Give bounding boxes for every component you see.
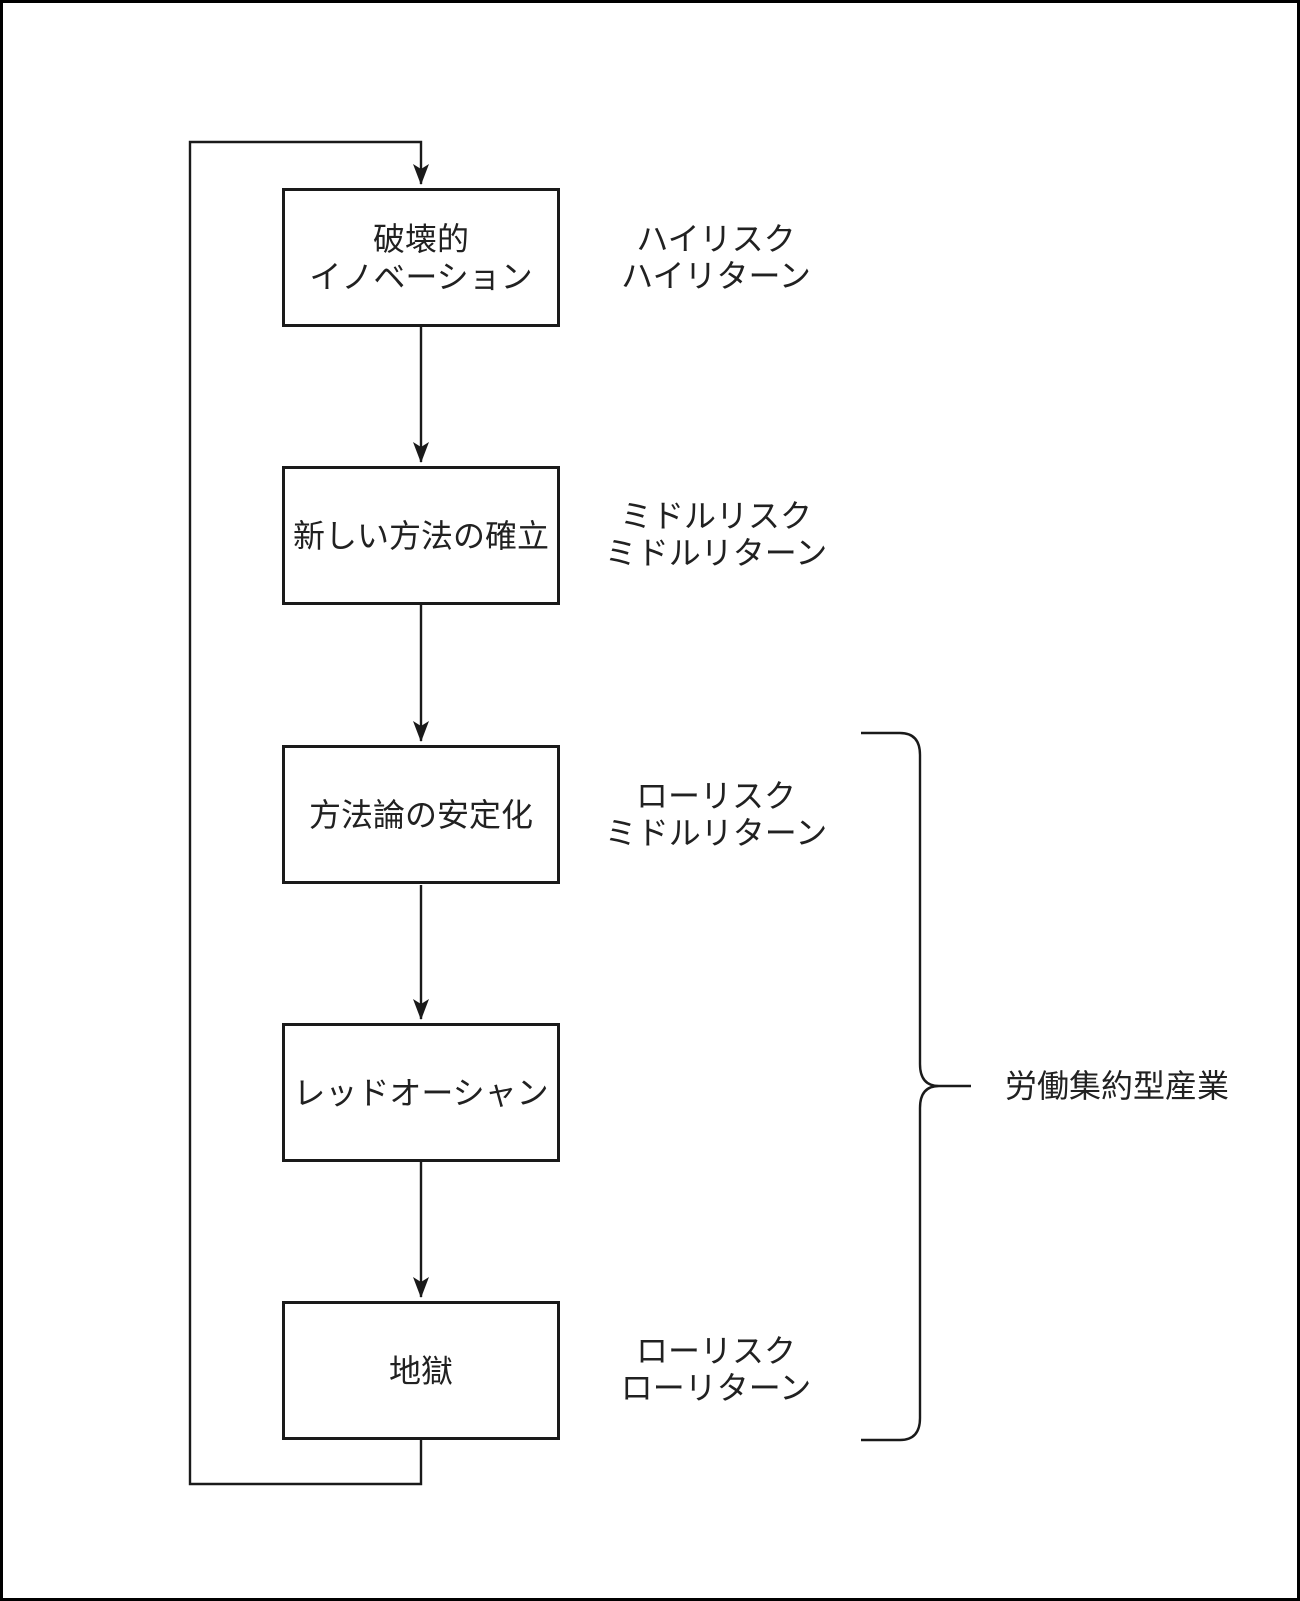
flow-box-disruptive-innovation: 破壊的 イノベーション: [282, 188, 560, 327]
flow-box-label: 地獄: [388, 1352, 453, 1389]
flow-box-hell: 地獄: [282, 1301, 560, 1440]
risk-label-middle-risk-middle-return: ミドルリスク ミドルリターン: [604, 498, 828, 571]
risk-label-low-risk-middle-return: ローリスク ミドルリターン: [604, 778, 828, 851]
flow-box-new-method-establishment: 新しい方法の確立: [282, 466, 560, 605]
flow-box-label: 破壊的 イノベーション: [309, 220, 533, 295]
flow-box-label: レッドオーシャン: [293, 1074, 549, 1111]
feedback-loop-arrow: [188, 140, 429, 1486]
brace-group-label: 労働集約型産業: [1005, 1068, 1230, 1104]
flow-connectors: [188, 140, 971, 1486]
flow-box-label: 方法論の安定化: [308, 796, 533, 833]
group-brace: [861, 731, 940, 1442]
flow-box-red-ocean: レッドオーシャン: [282, 1023, 560, 1162]
risk-label-high-risk-high-return: ハイリスク ハイリターン: [621, 221, 811, 294]
flow-box-label: 新しい方法の確立: [292, 517, 549, 554]
flow-box-methodology-stabilization: 方法論の安定化: [282, 745, 560, 884]
risk-label-low-risk-low-return: ローリスク ローリターン: [620, 1333, 812, 1406]
